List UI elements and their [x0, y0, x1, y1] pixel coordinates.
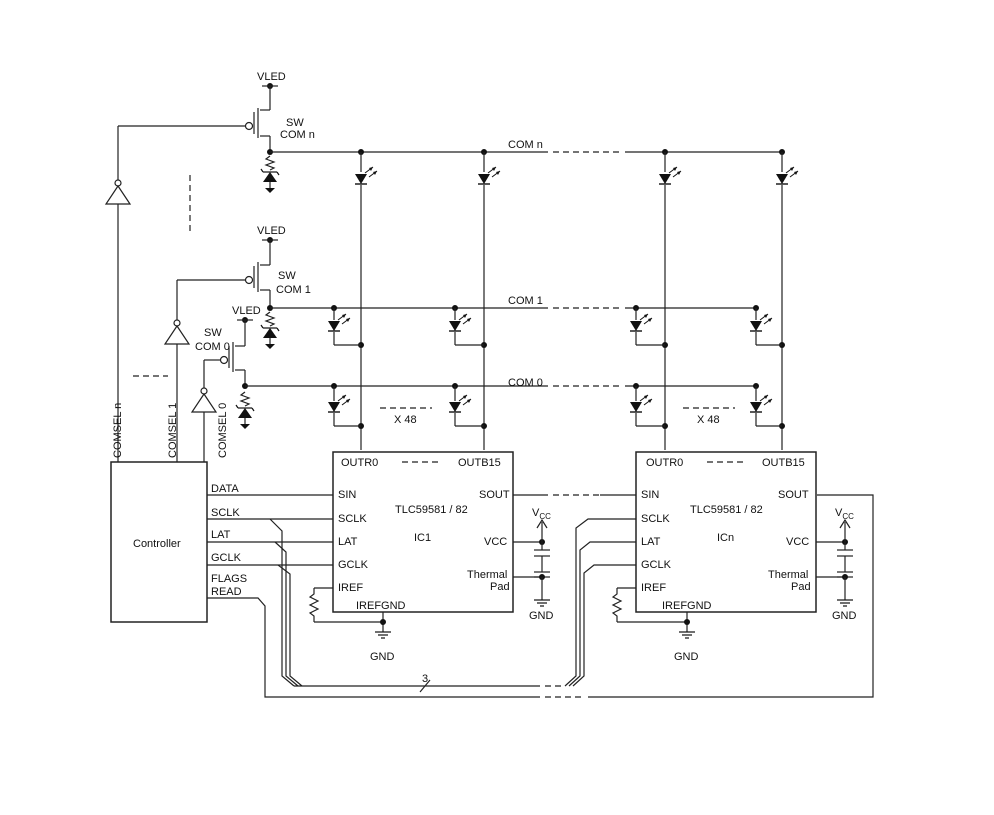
led-matrix-icn	[629, 149, 799, 450]
inverters	[104, 125, 245, 462]
vled-label: VLED	[257, 71, 286, 83]
icn-name-label: ICn	[717, 532, 734, 544]
sw-label-3: SW	[204, 327, 222, 339]
sw-com-0-label: COM 0	[195, 341, 230, 353]
x48-label-icn: X 48	[697, 414, 720, 426]
icn-vcc-supply-label: VCC	[835, 507, 854, 521]
comsel-n-label: COMSEL n	[112, 403, 124, 458]
control-bus-wiring	[207, 494, 874, 698]
flags-label: FLAGS	[211, 573, 247, 585]
data-label: DATA	[211, 483, 239, 495]
icn-gnd-label: GND	[832, 610, 857, 622]
led-matrix-ic1	[327, 149, 501, 450]
icn-box	[635, 451, 817, 613]
icn-outb15-label: OUTB15	[762, 457, 805, 469]
ic1-sclk-label: SCLK	[338, 513, 367, 525]
ic1-vcc-label: VCC	[484, 536, 507, 548]
icn-gclk-label: GCLK	[641, 559, 672, 571]
ic1-gclk-label: GCLK	[338, 559, 369, 571]
controller-label: Controller	[133, 538, 181, 550]
icn-vcc-label: VCC	[786, 536, 809, 548]
ic1-outr0-label: OUTR0	[341, 457, 378, 469]
switch-com-n	[244, 83, 280, 194]
sw-com-1-label: COM 1	[276, 284, 311, 296]
lat-label: LAT	[211, 529, 231, 541]
icn-iref-label: IREF	[641, 582, 666, 594]
icn-sout-label: SOUT	[778, 489, 809, 501]
icn-sin-label: SIN	[641, 489, 659, 501]
bus-width-label: 3	[422, 673, 428, 685]
comsel-1-label: COMSEL 1	[167, 403, 179, 458]
ic1-iref-label: IREF	[338, 582, 363, 594]
vled-label-3: VLED	[232, 305, 261, 317]
icn-iref-gnd-label: GND	[674, 651, 699, 663]
icn-thermal-label: Thermal	[768, 569, 808, 581]
switch-com-1	[244, 237, 280, 350]
icn-part-label: TLC59581 / 82	[690, 504, 763, 516]
ic1-name-label: IC1	[414, 532, 431, 544]
icn-irefgnd-label: IREFGND	[662, 600, 712, 612]
gclk-label: GCLK	[211, 552, 242, 564]
ic1-sout-label: SOUT	[479, 489, 510, 501]
sw-com-n-label: COM n	[280, 129, 315, 141]
read-label: READ	[211, 586, 242, 598]
ic1-sin-label: SIN	[338, 489, 356, 501]
icn-sclk-label: SCLK	[641, 513, 670, 525]
ic1-peripherals	[308, 494, 636, 639]
ic1-pad-label: Pad	[490, 581, 510, 593]
sw-label: SW	[286, 117, 304, 129]
ic1-irefgnd-label: IREFGND	[356, 600, 406, 612]
ic1-part-label: TLC59581 / 82	[395, 504, 468, 516]
ic1-gnd-label: GND	[529, 610, 554, 622]
com-0-label: COM 0	[508, 377, 543, 389]
ic1-box	[332, 451, 514, 613]
switch-com-0	[219, 317, 255, 430]
sclk-label: SCLK	[211, 507, 240, 519]
ic1-thermal-label: Thermal	[467, 569, 507, 581]
com-1-label: COM 1	[508, 295, 543, 307]
ic1-vcc-supply-label: VCC	[532, 507, 551, 521]
icn-peripherals	[611, 518, 854, 639]
com-n-label: COM n	[508, 139, 543, 151]
ic1-iref-gnd-label: GND	[370, 651, 395, 663]
sw-label-2: SW	[278, 270, 296, 282]
icn-lat-label: LAT	[641, 536, 661, 548]
comsel-0-label: COMSEL 0	[217, 403, 229, 458]
ic1-lat-label: LAT	[338, 536, 358, 548]
icn-outr0-label: OUTR0	[646, 457, 683, 469]
x48-label-ic1: X 48	[394, 414, 417, 426]
vled-label-2: VLED	[257, 225, 286, 237]
icn-pad-label: Pad	[791, 581, 811, 593]
ic1-outb15-label: OUTB15	[458, 457, 501, 469]
